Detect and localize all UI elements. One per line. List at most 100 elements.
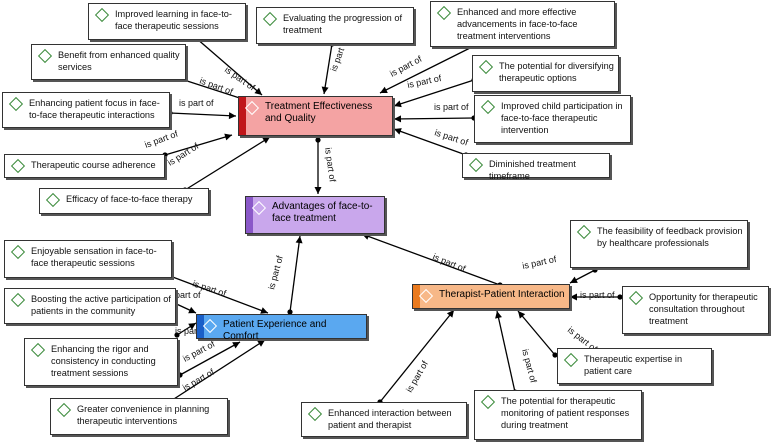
hub-stripe [246,197,253,233]
node-label: The potential for therapeutic monitoring… [501,396,630,430]
arrowhead-icon [394,100,402,108]
connector-line [393,128,467,156]
edge-label: is part of [388,53,424,78]
connector-line [323,43,333,95]
diamond-icon [37,48,53,64]
node-feedback-provision[interactable]: The feasibility of feedback provision by… [570,220,748,268]
arrowhead-icon [380,86,388,93]
arrowhead-icon [188,323,196,330]
arrowhead-icon [362,233,370,240]
connector-line [361,233,501,286]
node-label: Enjoyable sensation in face-to-face ther… [31,246,157,268]
arrowhead-icon [394,128,402,135]
edge-label: is part of [166,290,201,300]
node-label: Improved child participation in face-to-… [501,101,623,135]
hub-stripe [197,315,204,338]
connector-line [379,309,455,403]
node-label: Patient Experience and Comfort [223,319,327,342]
node-label: Enhanced and more effective advancements… [457,7,578,41]
node-label: Benefit from enhanced quality services [58,50,180,72]
diamond-icon [576,224,592,240]
node-label: Treatment Effectiveness and Quality [265,101,373,124]
node-label: Evaluating the progression of treatment [283,13,403,35]
connector-line [379,45,475,94]
diamond-icon [251,200,267,216]
node-greater-convenience[interactable]: Greater convenience in planning therapeu… [50,398,228,435]
hub-stripe [239,97,246,135]
diamond-icon [56,402,72,418]
node-child-participation[interactable]: Improved child participation in face-to-… [474,95,631,143]
edge-label: is part of [521,254,557,271]
node-course-adherence[interactable]: Therapeutic course adherence [4,154,165,178]
diamond-icon [45,192,61,208]
hub-treatment-effectiveness[interactable]: Treatment Effectiveness and Quality [238,96,393,136]
node-label: Greater convenience in planning therapeu… [77,404,210,426]
node-label: Opportunity for therapeutic consultation… [649,292,758,326]
node-benefit-quality[interactable]: Benefit from enhanced quality services [31,44,186,80]
diamond-icon [468,157,484,173]
diamond-icon [94,7,110,23]
connector-line [164,134,233,156]
node-therapeutic-expertise[interactable]: Therapeutic expertise in patient care [557,348,712,384]
arrowhead-icon [260,307,268,314]
node-diversifying-options[interactable]: The potential for diversifying therapeut… [472,55,619,92]
node-consultation[interactable]: Opportunity for therapeutic consultation… [622,286,769,334]
node-diminished-timeframe[interactable]: Diminished treatment timeframe [462,153,610,181]
arrowhead-icon [254,87,262,95]
node-label: Improved learning in face-to-face therap… [115,9,232,31]
diamond-icon [480,394,496,410]
edge-label: is part of [266,254,285,290]
edge-label: is part of [323,147,338,183]
node-enjoyable-sensation[interactable]: Enjoyable sensation in face-to-face ther… [4,240,172,278]
hub-patient-experience[interactable]: Patient Experience and Comfort [196,314,367,342]
node-label: Advantages of face-to-face treatment [272,201,373,224]
node-label: Therapeutic course adherence [31,160,156,170]
connector-dot [174,332,180,338]
diamond-icon [10,244,26,260]
diamond-icon [244,100,260,116]
node-label: Enhancing patient focus in face-to-face … [29,98,160,120]
node-label: Therapist-Patient Interaction [439,289,565,300]
node-efficacy[interactable]: Efficacy of face-to-face therapy [39,188,209,214]
node-enhanced-advancements[interactable]: Enhanced and more effective advancements… [430,1,615,47]
node-label: Therapeutic expertise in patient care [584,354,683,376]
connector-dot [617,294,623,300]
node-improved-learning[interactable]: Improved learning in face-to-face therap… [88,3,246,40]
hub-therapist-patient[interactable]: Therapist-Patient Interaction [412,284,570,309]
connector-dot [287,309,293,315]
node-patient-focus[interactable]: Enhancing patient focus in face-to-face … [2,92,170,128]
arrowhead-icon [314,187,322,194]
node-monitoring[interactable]: The potential for therapeutic monitoring… [474,390,642,440]
diamond-icon [262,11,278,27]
connector-dot [177,372,183,378]
arrowhead-icon [394,115,402,123]
edge-label: is part of [404,359,430,394]
arrowhead-icon [495,311,502,319]
arrowhead-icon [224,133,232,141]
arrowhead-icon [188,306,196,314]
edge-label: is part of [434,102,469,112]
node-label: Enhanced interaction between patient and… [328,408,452,430]
arrowhead-icon [262,137,270,144]
edge-label: is part of [166,141,201,168]
edge-label: is part of [143,129,179,150]
diamond-icon [436,5,452,21]
node-rigor-consistency[interactable]: Enhancing the rigor and consistency in c… [24,338,178,386]
arrowhead-icon [257,340,265,347]
diamond-icon [628,290,644,306]
node-evaluating-progression[interactable]: Evaluating the progression of treatment [256,7,414,44]
edge-label: is part of [181,367,216,393]
diamond-icon [10,158,26,174]
node-enhanced-interaction[interactable]: Enhanced interaction between patient and… [301,402,467,437]
connector-line [393,117,475,120]
arrowhead-icon [232,342,240,349]
node-label: Diminished treatment timeframe [489,159,576,181]
edge-label: is part of [179,98,214,108]
edge-label: is part of [175,326,210,336]
hub-advantages[interactable]: Advantages of face-to-face treatment [245,196,385,234]
node-boosting-participation[interactable]: Boosting the active participation of pat… [4,288,176,324]
diamond-icon [10,292,26,308]
connector-dot [592,267,598,273]
node-label: Boosting the active participation of pat… [31,294,171,316]
